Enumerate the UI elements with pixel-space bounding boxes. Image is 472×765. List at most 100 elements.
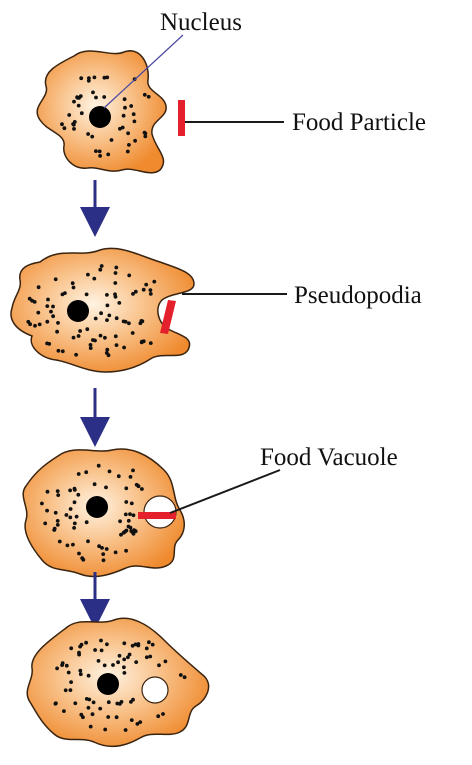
granule: [79, 76, 83, 80]
granule: [46, 298, 50, 302]
granule: [68, 489, 72, 493]
granule: [81, 558, 85, 562]
granule: [94, 96, 98, 100]
granule: [124, 513, 128, 517]
granule: [118, 519, 122, 523]
granule: [76, 493, 80, 497]
granule: [122, 641, 126, 645]
granule: [157, 663, 161, 667]
granule: [114, 334, 118, 338]
granule: [117, 301, 121, 305]
granule: [84, 470, 88, 474]
granule: [140, 487, 144, 491]
granule: [72, 336, 76, 340]
granule: [131, 469, 135, 473]
granule: [105, 348, 109, 352]
granule: [106, 304, 110, 308]
granule: [52, 528, 56, 532]
granule: [45, 509, 49, 513]
granule: [69, 507, 73, 511]
granule: [77, 651, 81, 655]
granule: [127, 519, 131, 523]
granule: [73, 701, 77, 705]
granule: [33, 324, 37, 328]
granule: [99, 334, 103, 338]
granule: [51, 314, 55, 318]
granule: [73, 500, 77, 504]
granule: [123, 97, 127, 101]
granule: [69, 646, 73, 650]
granule: [133, 139, 137, 143]
amoeba-stage-2: [11, 248, 194, 372]
granule: [65, 513, 69, 517]
granule: [64, 688, 68, 692]
granule: [90, 135, 94, 139]
granule: [36, 311, 40, 315]
label-nucleus: Nucleus: [160, 9, 242, 36]
granule: [71, 543, 75, 547]
granule: [128, 653, 132, 657]
granule: [75, 515, 79, 519]
granule: [78, 329, 82, 333]
granule: [122, 658, 126, 662]
granule: [87, 76, 91, 80]
granule: [66, 544, 70, 548]
granule: [152, 280, 156, 284]
granule: [106, 715, 110, 719]
granule: [71, 281, 75, 285]
granule: [46, 490, 50, 494]
granule: [92, 277, 96, 281]
granule: [72, 127, 76, 131]
granule: [122, 114, 126, 118]
granule: [56, 493, 60, 497]
food-particle: [160, 300, 176, 334]
granule: [147, 95, 151, 99]
granule: [87, 674, 91, 678]
granule: [103, 336, 107, 340]
granule: [120, 700, 124, 704]
granule: [127, 274, 131, 278]
granule: [132, 112, 136, 116]
granule: [92, 701, 96, 705]
granule: [117, 474, 121, 478]
granule: [85, 293, 89, 297]
granule: [104, 486, 108, 490]
granule: [98, 154, 102, 158]
granule: [98, 707, 102, 711]
granule: [140, 319, 144, 323]
granule: [86, 539, 90, 543]
granule: [56, 523, 60, 527]
granule: [114, 266, 118, 270]
granule: [79, 713, 83, 717]
granule: [55, 330, 59, 334]
granule: [63, 291, 67, 295]
nucleus: [86, 496, 108, 518]
granule: [107, 314, 111, 318]
granule: [56, 519, 60, 523]
granule: [68, 516, 72, 520]
granule: [45, 304, 49, 308]
granule: [94, 317, 98, 321]
granule: [129, 526, 133, 530]
granule: [73, 522, 77, 526]
granule: [99, 639, 103, 643]
amoeba-stage-1: [37, 51, 185, 173]
label-pseudopodia: Pseudopodia: [294, 282, 422, 309]
granule: [115, 316, 119, 320]
granule: [111, 663, 115, 667]
granule: [147, 640, 151, 644]
granule: [101, 552, 105, 556]
granule: [156, 714, 160, 718]
granule: [110, 138, 114, 142]
granule: [105, 293, 109, 297]
granule: [91, 712, 95, 716]
granule: [179, 673, 183, 677]
granule: [128, 512, 132, 516]
granule: [103, 76, 107, 80]
granule: [105, 351, 109, 355]
granule: [105, 642, 109, 646]
nucleus: [67, 300, 89, 322]
granule: [73, 120, 77, 124]
granule: [80, 111, 84, 115]
